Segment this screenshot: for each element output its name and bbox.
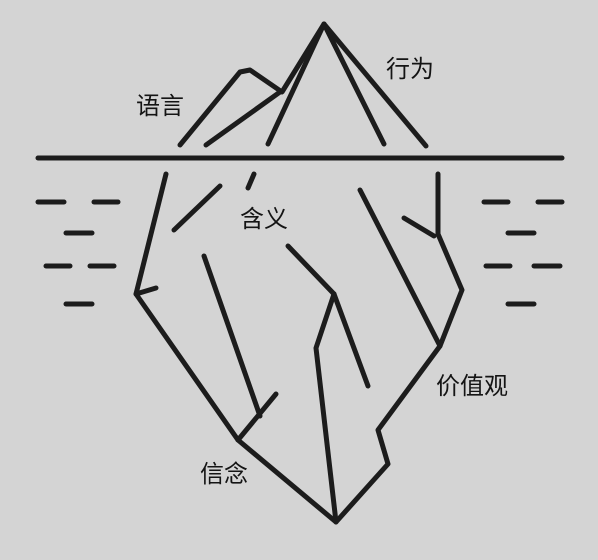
- label-beliefs: 信念: [200, 460, 248, 488]
- label-behavior: 行为: [386, 55, 434, 83]
- water-ripples-right: [481, 199, 565, 307]
- label-values: 价值观: [436, 372, 508, 400]
- label-language: 语言: [136, 92, 184, 120]
- water-ripples-left: [35, 199, 121, 307]
- iceberg-tip: [177, 21, 429, 149]
- label-meaning: 含义: [240, 205, 288, 233]
- iceberg-submerged: [133, 171, 465, 525]
